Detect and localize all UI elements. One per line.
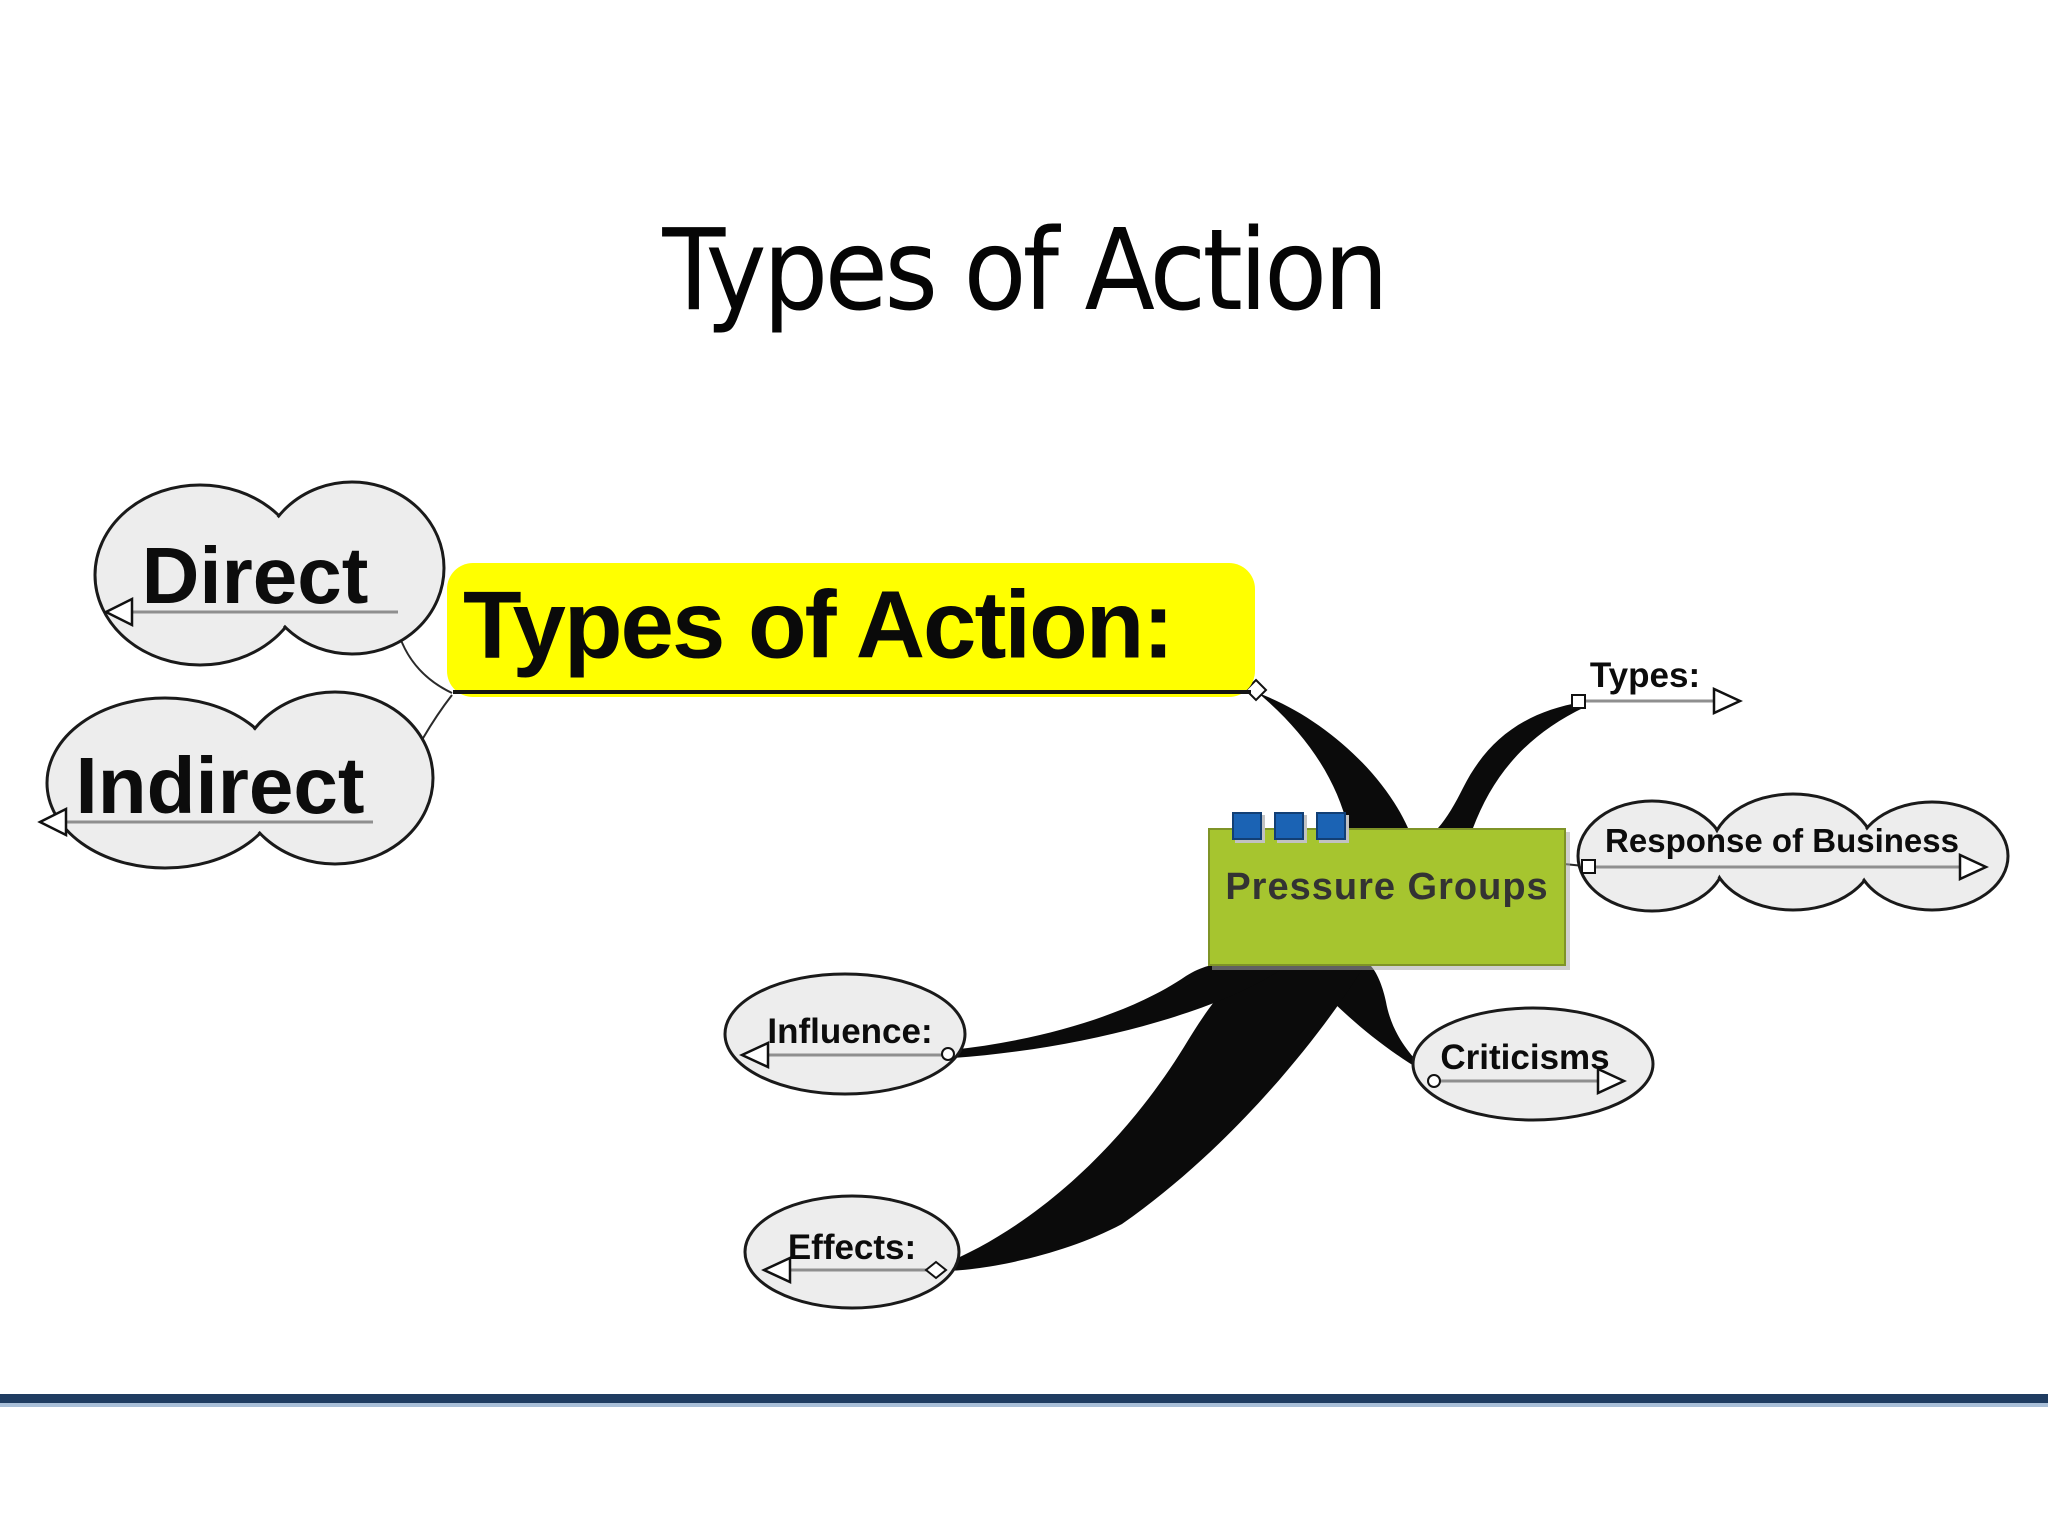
- topic-underline: [453, 690, 1251, 694]
- branch-to-influence: [951, 966, 1286, 1058]
- marker-square-icon: [1316, 812, 1346, 840]
- influence-connector-circle-icon: [941, 1047, 955, 1061]
- branch-to-effects: [939, 966, 1364, 1271]
- slide-title: Types of Action: [0, 206, 2048, 336]
- influence-label: Influence:: [767, 1012, 933, 1051]
- branch-to-types: [1438, 702, 1585, 828]
- effects-connector-diamond-icon: [924, 1260, 948, 1280]
- footer-rule-dark: [0, 1394, 2048, 1403]
- direct-label: Direct: [141, 531, 369, 620]
- types-arrowhead-icon: [1712, 687, 1743, 715]
- types-label: Types:: [1589, 656, 1701, 695]
- pressure-groups-node: Pressure Groups: [1208, 828, 1566, 966]
- types-of-action-label: Types of Action:: [463, 571, 1174, 679]
- effects-label: Effects:: [787, 1228, 917, 1267]
- footer-rule-light: [0, 1403, 2048, 1407]
- types-of-action-node: Types of Action:: [447, 563, 1255, 697]
- effects-bubble: [743, 1194, 961, 1310]
- direct-arrowhead-icon: [103, 596, 134, 628]
- branch-to-types-of-action: [1252, 688, 1408, 828]
- criticisms-bubble: [1411, 1006, 1655, 1122]
- response-arrowhead-icon: [1958, 853, 1989, 881]
- slide-title-text: Types of Action: [662, 206, 1389, 336]
- indirect-arrowhead-icon: [37, 806, 68, 838]
- response-connector-square-icon: [1581, 859, 1596, 874]
- influence-arrowhead-icon: [739, 1041, 770, 1069]
- pressure-groups-label: Pressure Groups: [1225, 865, 1549, 908]
- response-of-business-label: Response of Business: [1605, 822, 1959, 859]
- marker-square-icon: [1274, 812, 1304, 840]
- criticisms-arrowhead-icon: [1596, 1067, 1627, 1095]
- indirect-label: Indirect: [75, 741, 365, 830]
- criticisms-label: Criticisms: [1440, 1038, 1610, 1077]
- criticisms-connector-circle-icon: [1427, 1074, 1441, 1088]
- influence-bubble: [723, 972, 967, 1096]
- effects-arrowhead-icon: [761, 1256, 792, 1284]
- types-connector-square-icon: [1571, 694, 1586, 709]
- marker-square-icon: [1232, 812, 1262, 840]
